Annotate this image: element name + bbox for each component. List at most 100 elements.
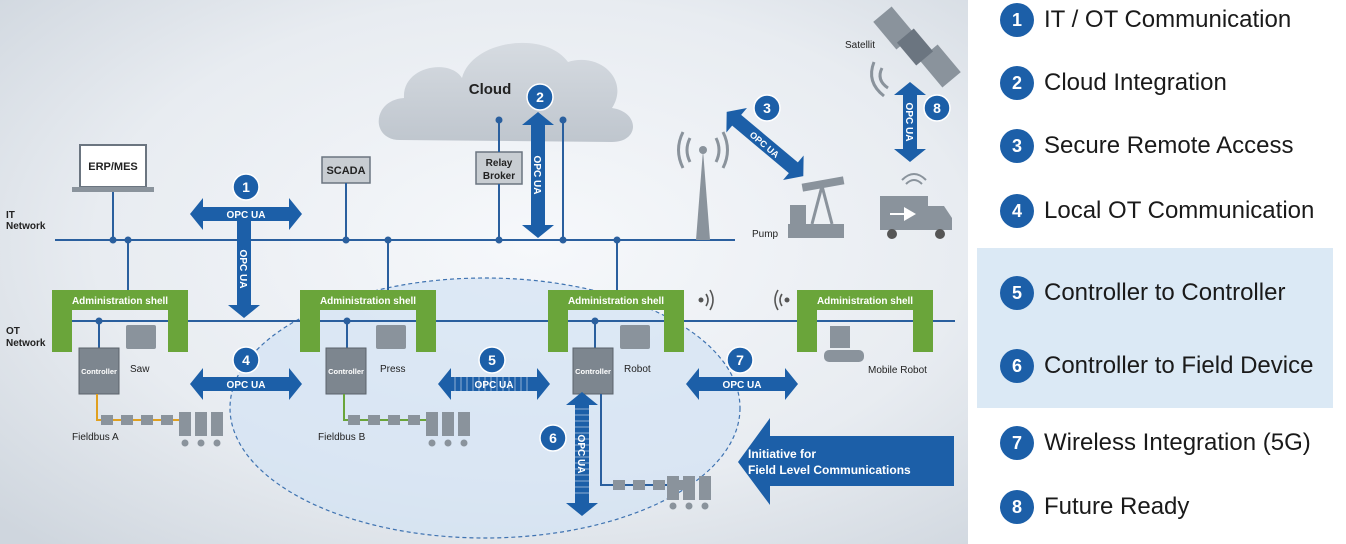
- admin-shell-label: Administration shell: [568, 296, 664, 307]
- opc-ua-label: OPC UA: [227, 210, 266, 221]
- io-module: [161, 415, 173, 425]
- legend-item: 5 Controller to Controller: [1000, 275, 1285, 311]
- marker-1: 1: [232, 173, 260, 201]
- io-module: [121, 415, 133, 425]
- cell-tower-icon: [677, 131, 729, 240]
- legend-number: 1: [1000, 3, 1034, 37]
- satellite-icon: Satellit: [845, 6, 961, 98]
- wireless-icon: [698, 289, 714, 311]
- admin-shell: Administration shell: [52, 290, 188, 352]
- opc-ua-arrow: OPC UA: [190, 198, 302, 230]
- scada-box: SCADA: [321, 156, 371, 240]
- field-device-sensor: [685, 502, 693, 510]
- opc-ua-arrow: OPC UA: [438, 368, 550, 400]
- legend-label: Secure Remote Access: [1044, 132, 1294, 159]
- legend-label: Future Ready: [1044, 493, 1190, 520]
- field-level-zone: [229, 277, 741, 539]
- marker-number: 3: [763, 100, 771, 116]
- field-device-sensor: [669, 502, 677, 510]
- mobile-robot: Mobile Robot: [824, 326, 927, 376]
- architecture-diagram: Cloud IT Network OT Network ERP/MES SCAD…: [0, 0, 968, 544]
- controller-box: [572, 347, 614, 395]
- field-device: [458, 412, 470, 436]
- fieldbus-label: Fieldbus A: [72, 432, 119, 443]
- device-label: Robot: [624, 364, 651, 375]
- ot-network-label: OT: [6, 326, 20, 337]
- marker-number: 8: [933, 100, 941, 116]
- io-module: [101, 415, 113, 425]
- relay-broker-label: Relay: [486, 158, 513, 169]
- io-module: [348, 415, 360, 425]
- io-module: [388, 415, 400, 425]
- mobile-robot-body: [824, 350, 864, 362]
- legend-number: 5: [1000, 276, 1034, 310]
- io-module: [408, 415, 420, 425]
- marker-2: 2: [526, 83, 554, 111]
- mobile-robot-label: Mobile Robot: [868, 365, 927, 376]
- admin-shell-label: Administration shell: [72, 296, 168, 307]
- field-device-sensor: [181, 439, 189, 447]
- legend-label: IT / OT Communication: [1044, 6, 1292, 33]
- marker-3: 3: [753, 94, 781, 122]
- controller-label: Controller: [81, 367, 117, 376]
- scada-label: SCADA: [326, 165, 365, 177]
- field-device-sensor: [213, 439, 221, 447]
- fieldbus-line: [96, 394, 189, 421]
- machine-icon: [126, 325, 156, 349]
- cloud: Cloud: [378, 42, 633, 142]
- field-device: [699, 476, 711, 500]
- cloud-label: Cloud: [469, 81, 512, 98]
- field-device: [442, 412, 454, 436]
- controller-label: Controller: [575, 367, 611, 376]
- satellite-label: Satellit: [845, 40, 875, 51]
- marker-5: 5: [478, 346, 506, 374]
- legend-number: 4: [1000, 194, 1034, 228]
- it-network-label: IT: [6, 210, 15, 221]
- marker-number: 6: [549, 430, 557, 446]
- legend-item: 4 Local OT Communication: [1000, 193, 1314, 229]
- erp-mes-label: ERP/MES: [88, 161, 138, 173]
- legend-item: 8 Future Ready: [1000, 489, 1189, 525]
- admin-shell: Administration shell: [300, 290, 436, 352]
- field-device: [667, 476, 679, 500]
- machine-icon: [620, 325, 650, 349]
- io-module: [653, 480, 665, 490]
- marker-number: 5: [488, 352, 496, 368]
- opc-ua-label: OPC UA: [531, 156, 542, 195]
- io-module: [368, 415, 380, 425]
- legend-label: Cloud Integration: [1044, 69, 1227, 96]
- legend-label: Local OT Communication: [1044, 197, 1315, 224]
- legend-label: Controller to Controller: [1044, 279, 1286, 306]
- it-network-label: Network: [6, 221, 46, 232]
- controller-box: [78, 347, 120, 395]
- io-module: [141, 415, 153, 425]
- field-device: [179, 412, 191, 436]
- admin-shell-label: Administration shell: [320, 296, 416, 307]
- field-device-sensor: [701, 502, 709, 510]
- legend-label: Wireless Integration (5G): [1044, 429, 1311, 456]
- legend-number: 8: [1000, 490, 1034, 524]
- field-device: [426, 412, 438, 436]
- legend-item: 1 IT / OT Communication: [1000, 2, 1291, 38]
- opc-ua-label: OPC UA: [237, 250, 248, 289]
- legend-number: 2: [1000, 66, 1034, 100]
- initiative-label: Initiative for: [748, 447, 816, 461]
- marker-number: 7: [736, 352, 744, 368]
- marker-number: 4: [242, 352, 250, 368]
- device-label: Press: [380, 364, 406, 375]
- wireless-icon: [774, 289, 790, 311]
- truck-icon: [880, 173, 952, 239]
- field-device: [211, 412, 223, 436]
- io-module: [613, 480, 625, 490]
- opc-ua-label: OPC UA: [475, 380, 514, 391]
- field-device-sensor: [444, 439, 452, 447]
- legend-number: 6: [1000, 349, 1034, 383]
- opc-ua-arrow: OPC UA: [190, 368, 302, 400]
- marker-8: 8: [923, 94, 951, 122]
- controller-box: [325, 347, 367, 395]
